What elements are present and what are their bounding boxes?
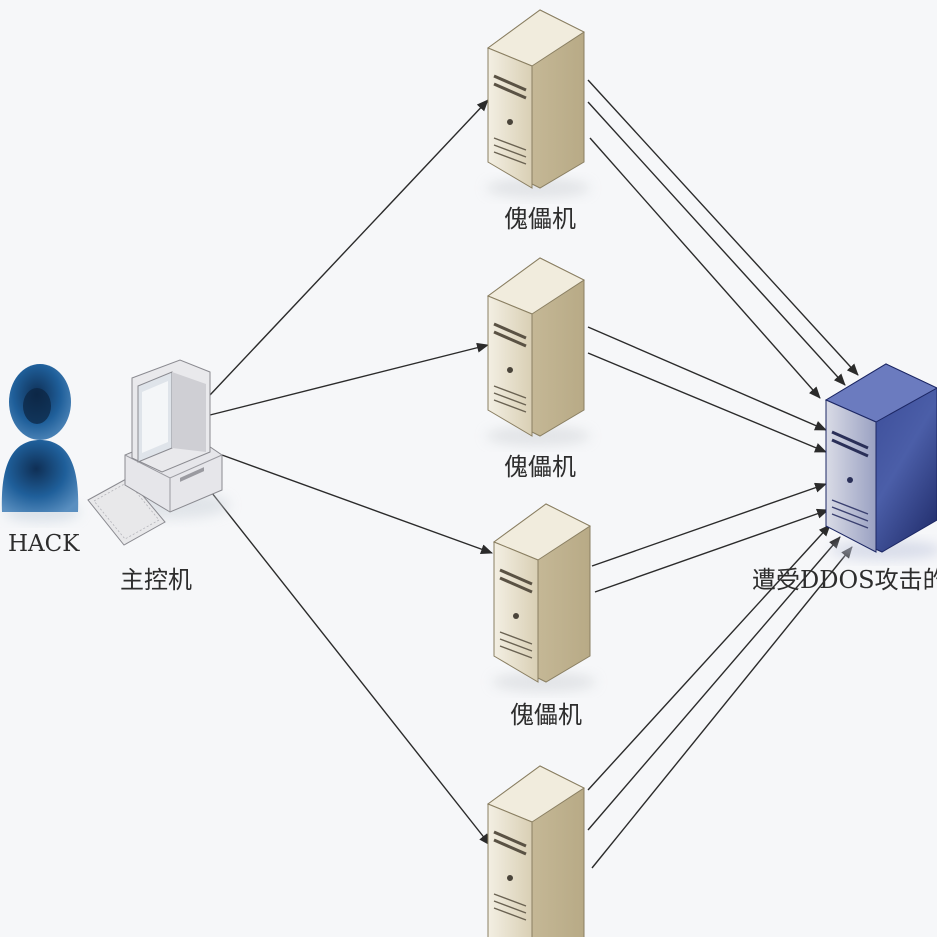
master-to-zombie-edges: [207, 99, 493, 846]
edge-zombie-1-victim-a: [587, 79, 859, 376]
edge-zombie-1-victim-c: [589, 137, 821, 399]
edge-master-zombie-2: [209, 342, 489, 416]
master-label: 主控机: [120, 566, 192, 594]
zombie-server-4: [486, 765, 586, 937]
desktop-computer-icon: [87, 359, 230, 546]
edge-zombie-3-victim-b: [594, 508, 829, 593]
zombie-3-label: 傀儡机: [510, 701, 582, 729]
victim-server-icon: [824, 363, 937, 560]
hacker-person-icon: [1, 364, 80, 522]
zombie-server-2: [486, 257, 590, 446]
edge-zombie-2-victim-a: [587, 326, 827, 431]
edge-master-zombie-1: [209, 99, 489, 396]
zombie-2-label: 傀儡机: [504, 453, 576, 481]
edge-zombie-4-victim-c: [591, 546, 853, 869]
edge-zombie-4-victim-b: [587, 536, 841, 831]
edge-zombie-1-victim-b: [587, 101, 846, 386]
zombie-1-label: 傀儡机: [504, 205, 576, 233]
zombie-server-3: [492, 503, 596, 692]
edge-master-zombie-4: [207, 487, 491, 846]
victim-label: 遭受DDOS攻击的服: [752, 566, 937, 594]
edge-master-zombie-3: [221, 454, 493, 554]
edge-zombie-4-victim-a: [587, 524, 831, 791]
edge-zombie-2-victim-b: [587, 352, 827, 453]
zombie-to-victim-edges: [587, 79, 859, 869]
edge-zombie-3-victim-a: [591, 482, 827, 567]
zombie-server-1: [486, 9, 590, 198]
hacker-label: HACK: [8, 531, 80, 557]
